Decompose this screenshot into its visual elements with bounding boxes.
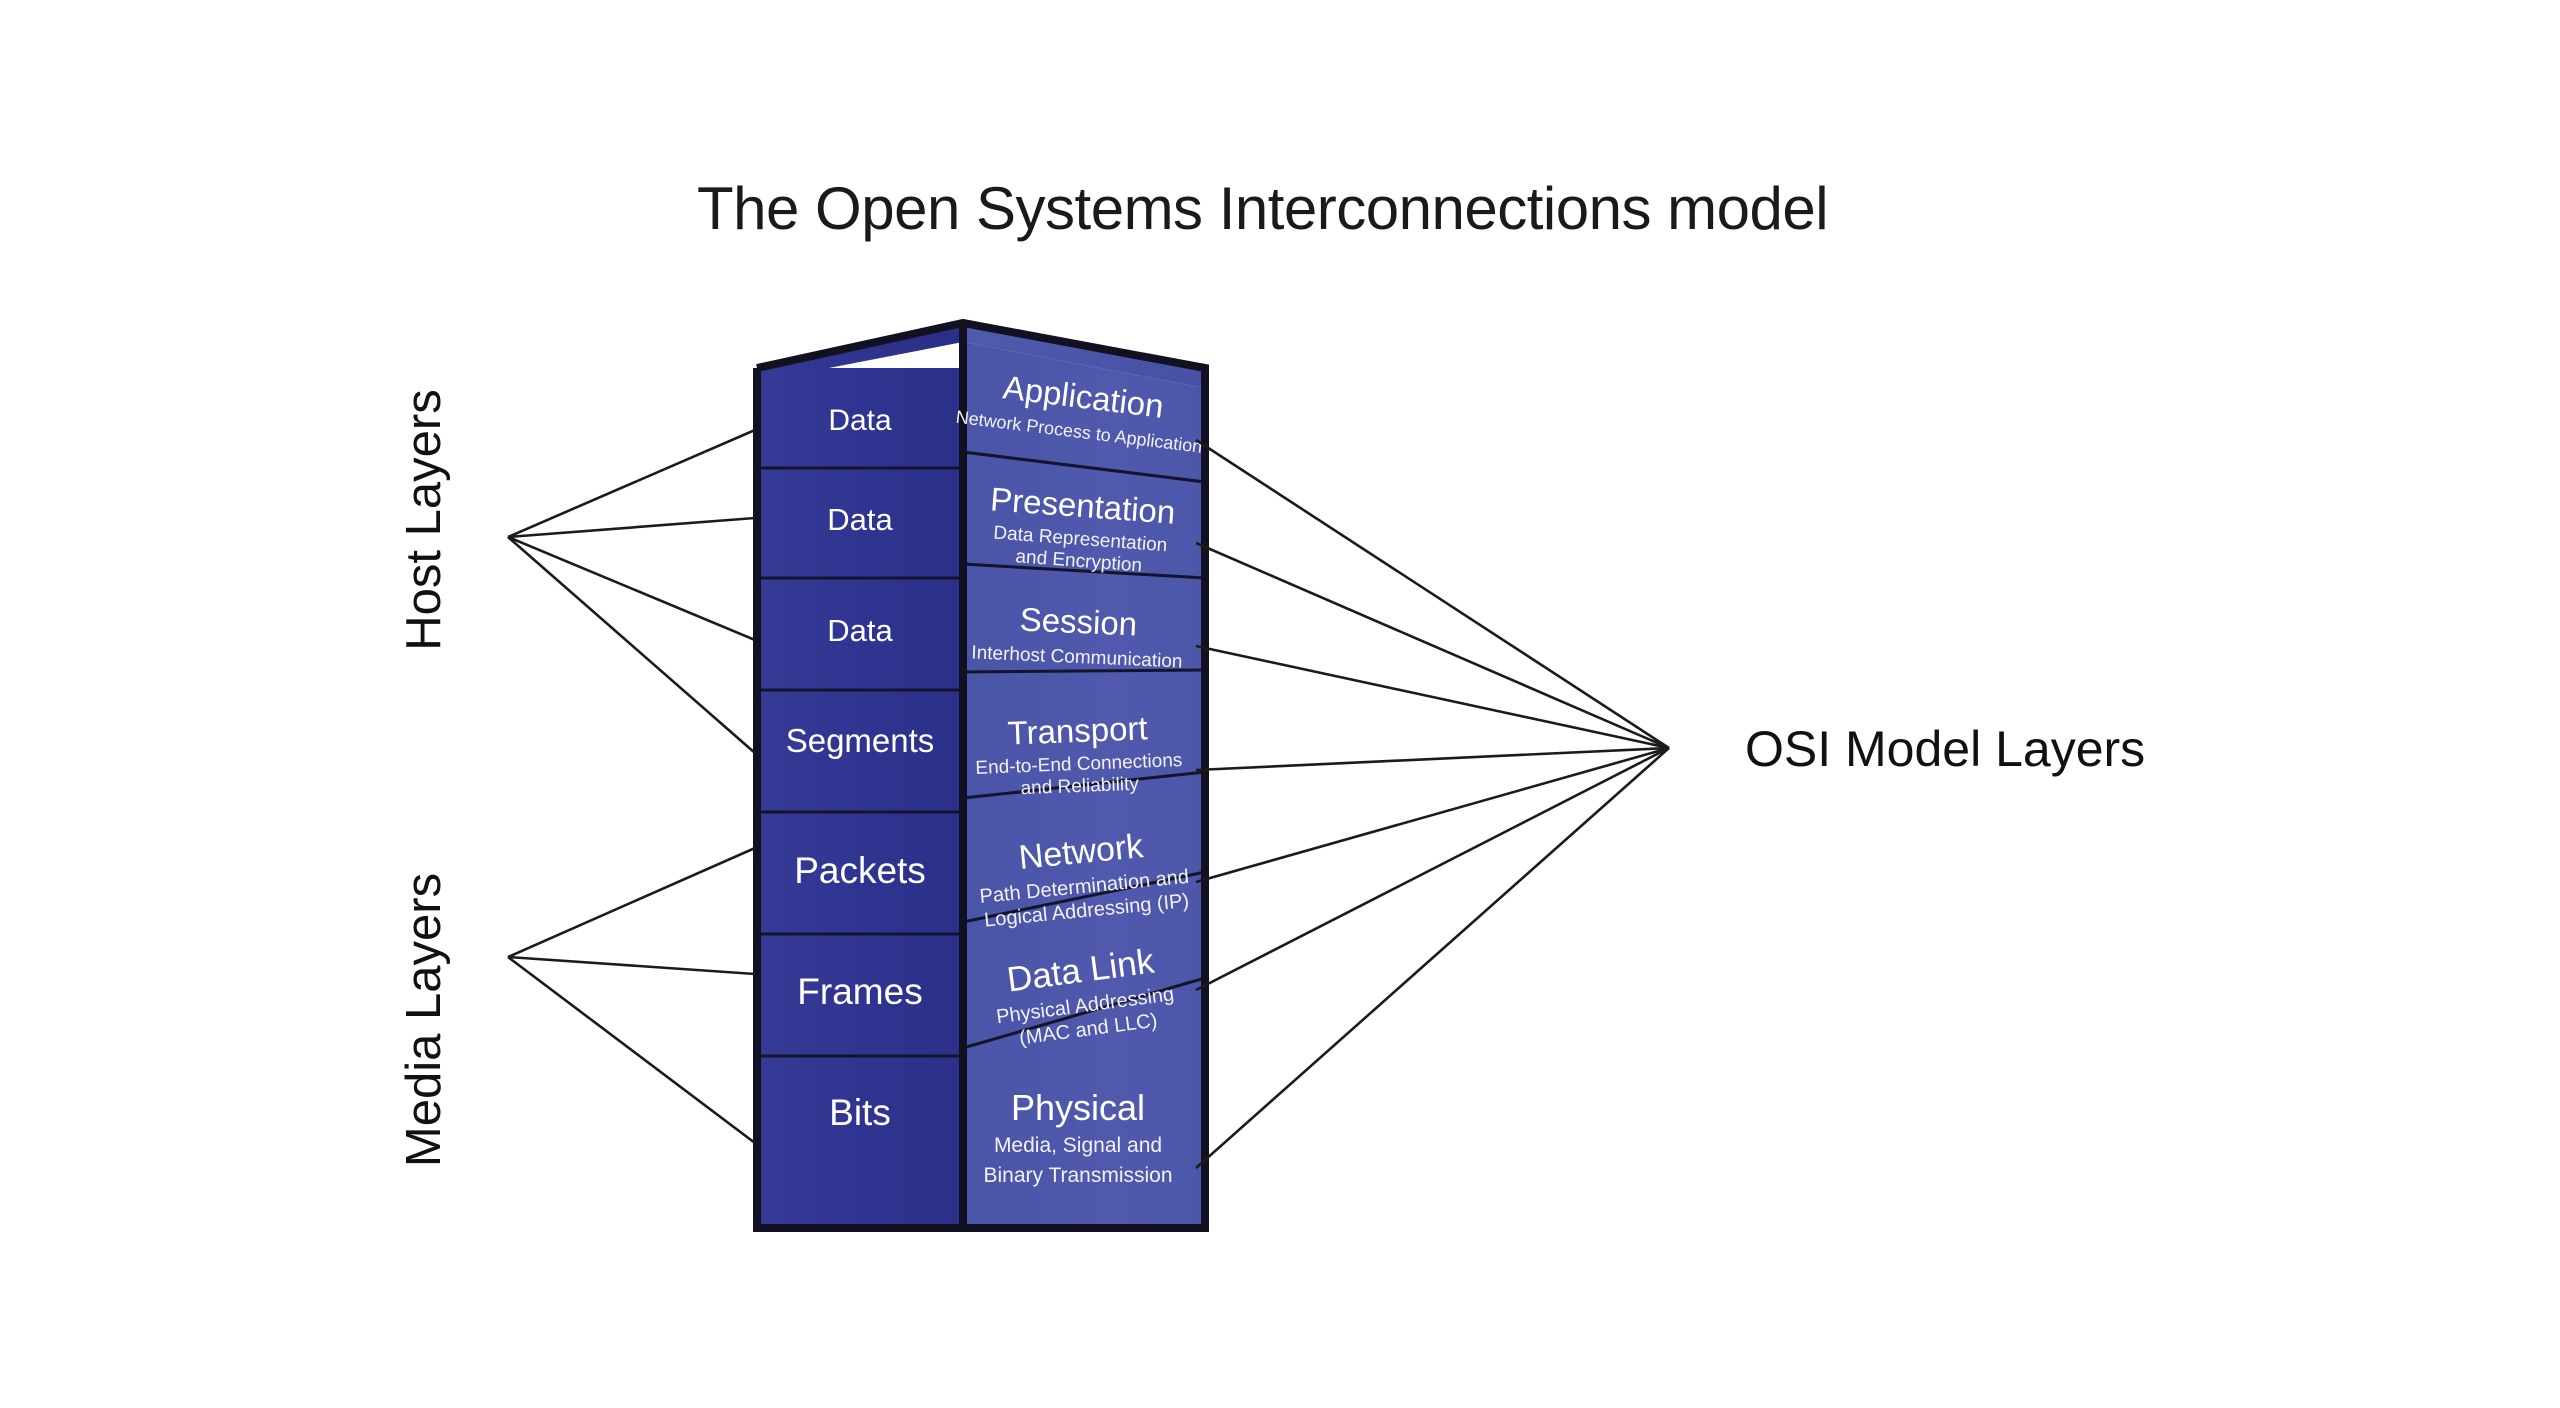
osi-model-connectors	[1195, 438, 1670, 1169]
host-layers-label: Host Layers	[397, 389, 451, 650]
layer-desc-line: Binary Transmission	[983, 1164, 1172, 1187]
media-layers-connectors	[507, 846, 756, 1145]
pdu-label: Frames	[797, 971, 922, 1012]
layer-panel	[963, 978, 1205, 1228]
prism-outline	[753, 318, 1209, 1232]
layer-panel	[963, 342, 1205, 482]
pdu-panel	[757, 578, 963, 690]
layer-panel	[963, 452, 1205, 578]
layer-desc-line: and Reliability	[1020, 774, 1140, 800]
pdu-label: Packets	[794, 850, 926, 891]
page-title: The Open Systems Interconnections model	[697, 175, 1828, 242]
layer-name: Session	[1019, 600, 1138, 642]
pdu-panel	[757, 1056, 963, 1228]
pdu-panel	[757, 934, 963, 1056]
layer-panel	[963, 872, 1205, 1048]
layer-panel	[963, 564, 1205, 672]
pdu-panel	[757, 812, 963, 934]
pdu-labels: Data Data Data Segments Packets Frames B…	[786, 404, 935, 1133]
pdu-label: Segments	[786, 722, 935, 759]
host-layers-connectors	[507, 428, 756, 754]
pdu-column	[757, 368, 963, 1228]
layer-column	[962, 342, 1206, 1228]
layer-text-group: Physical Media, Signal and Binary Transm…	[983, 1087, 1172, 1187]
layer-name: Physical	[1011, 1087, 1145, 1128]
pdu-label: Data	[827, 502, 893, 537]
layer-desc-line: Media, Signal and	[994, 1134, 1162, 1157]
layer-text-group: Presentation Data Representation and Enc…	[989, 480, 1177, 576]
pdu-label: Data	[828, 404, 892, 437]
pdu-panel	[757, 368, 963, 468]
layer-name: Transport	[1007, 709, 1148, 751]
pdu-panel	[757, 468, 963, 578]
pdu-label: Data	[827, 613, 893, 648]
media-layers-label: Media Layers	[397, 873, 451, 1167]
pdu-panel	[757, 690, 963, 812]
layer-panel	[963, 670, 1205, 798]
pdu-label: Bits	[829, 1092, 891, 1133]
osi-model-layers-label: OSI Model Layers	[1745, 721, 2145, 777]
